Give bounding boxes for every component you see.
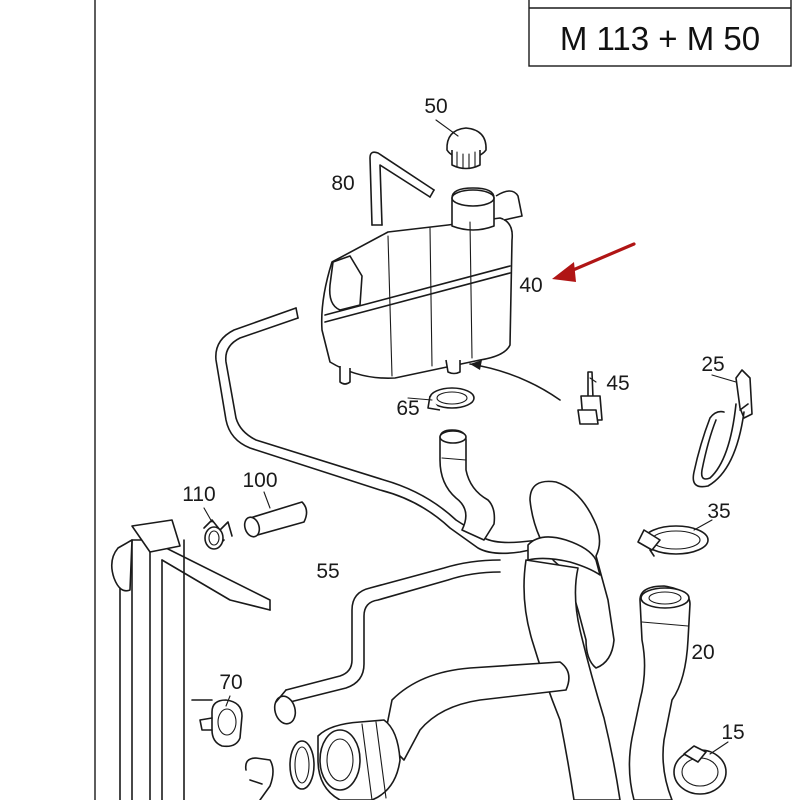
hose-clamp-70 xyxy=(199,699,243,748)
hose-clamp-35 xyxy=(637,525,709,557)
callout-35: 35 xyxy=(707,500,730,523)
callout-70: 70 xyxy=(219,671,242,694)
callout-55: 55 xyxy=(316,560,339,583)
hose-clamp-15 xyxy=(673,745,727,795)
highlight-arrow xyxy=(552,242,636,282)
callout-100: 100 xyxy=(242,469,277,492)
callout-15: 15 xyxy=(721,721,744,744)
model-box: M 113 + M 50 xyxy=(528,0,792,67)
lower-pipe xyxy=(273,559,501,725)
hose-clip-110 xyxy=(203,519,233,550)
filler-cap xyxy=(446,127,487,170)
callout-50: 50 xyxy=(424,95,447,118)
hose-clamp-65 xyxy=(427,387,475,411)
coolant-hose-upper xyxy=(439,429,496,541)
level-sensor xyxy=(469,360,603,425)
coolant-hose-20 xyxy=(523,480,691,800)
expansion-tank xyxy=(320,187,523,385)
callout-40: 40 xyxy=(519,274,542,297)
bracket-small xyxy=(244,757,274,800)
radiator xyxy=(110,519,271,800)
callout-25: 25 xyxy=(701,353,724,376)
holder-bracket-25 xyxy=(692,369,753,488)
model-text: M 113 + M 50 xyxy=(560,20,760,57)
coolant-hose-bottom xyxy=(317,661,570,800)
callout-80: 80 xyxy=(331,172,354,195)
callout-110: 110 xyxy=(182,483,215,506)
seal-ring xyxy=(289,740,315,790)
hose-piece-100 xyxy=(243,501,308,538)
callout-65: 65 xyxy=(396,397,419,420)
breather-line xyxy=(215,307,541,555)
vent-hose xyxy=(369,151,435,226)
callout-45: 45 xyxy=(606,372,629,395)
leader-lines xyxy=(203,119,737,755)
callout-labels: 50 80 40 45 25 65 110 100 35 55 20 70 15 xyxy=(182,95,744,744)
callout-20: 20 xyxy=(691,641,714,664)
